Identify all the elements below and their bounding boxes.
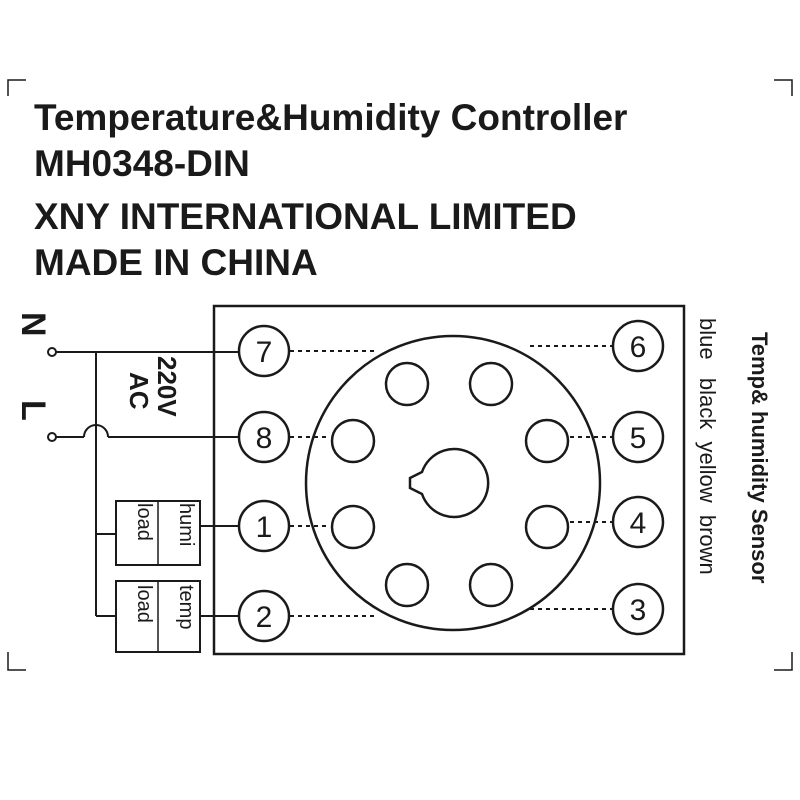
socket-pin xyxy=(384,361,430,407)
product-title: Temperature&Humidity Controller xyxy=(34,97,627,138)
terminal-2-label: 2 xyxy=(256,601,273,634)
temp-load-label-bottom: load xyxy=(133,585,155,623)
current-type-label: AC xyxy=(124,372,154,410)
socket-pin xyxy=(468,361,514,407)
pin-links xyxy=(290,345,612,617)
terminal-3-label: 3 xyxy=(630,594,647,627)
crop-marks xyxy=(7,79,793,671)
terminal-4-label: 4 xyxy=(630,507,647,540)
line-connection-dot xyxy=(47,432,57,442)
terminal-5-label: 5 xyxy=(630,422,647,455)
socket-frame xyxy=(212,304,686,656)
terminal-8-label: 8 xyxy=(256,422,273,455)
sensor-title: Temp& humidity Sensor xyxy=(747,332,772,584)
socket-pins xyxy=(330,361,570,608)
terminal-1-label: 1 xyxy=(256,511,273,544)
terminal-6 xyxy=(611,319,665,373)
terminal-4 xyxy=(611,495,665,549)
neutral-label: N xyxy=(14,312,52,337)
socket-pin xyxy=(524,418,570,464)
line-label: L xyxy=(14,400,52,421)
sensor-wire-colors: blue black yellow brown xyxy=(695,318,720,575)
terminal-6-label: 6 xyxy=(630,331,647,364)
humi-load-label-top: humi xyxy=(175,503,197,546)
company-name: XNY INTERNATIONAL LIMITED xyxy=(34,196,577,237)
socket-key xyxy=(408,447,490,519)
voltage-label: 220V xyxy=(152,356,182,417)
terminal-7-label: 7 xyxy=(256,336,273,369)
socket-pin xyxy=(330,504,376,550)
terminal-5 xyxy=(611,410,665,464)
terminal-3 xyxy=(611,582,665,636)
model-number: MH0348-DIN xyxy=(34,143,250,184)
humi-load-label-bottom: load xyxy=(133,503,155,541)
socket-pin xyxy=(468,562,514,608)
power-wiring xyxy=(47,347,239,617)
temp-load-label-top: temp xyxy=(175,585,197,629)
socket-pin xyxy=(384,562,430,608)
socket-pin xyxy=(524,504,570,550)
socket-pin xyxy=(330,418,376,464)
made-in-label: MADE IN CHINA xyxy=(34,242,318,283)
neutral-connection-dot xyxy=(47,347,57,357)
socket-body xyxy=(304,334,602,632)
